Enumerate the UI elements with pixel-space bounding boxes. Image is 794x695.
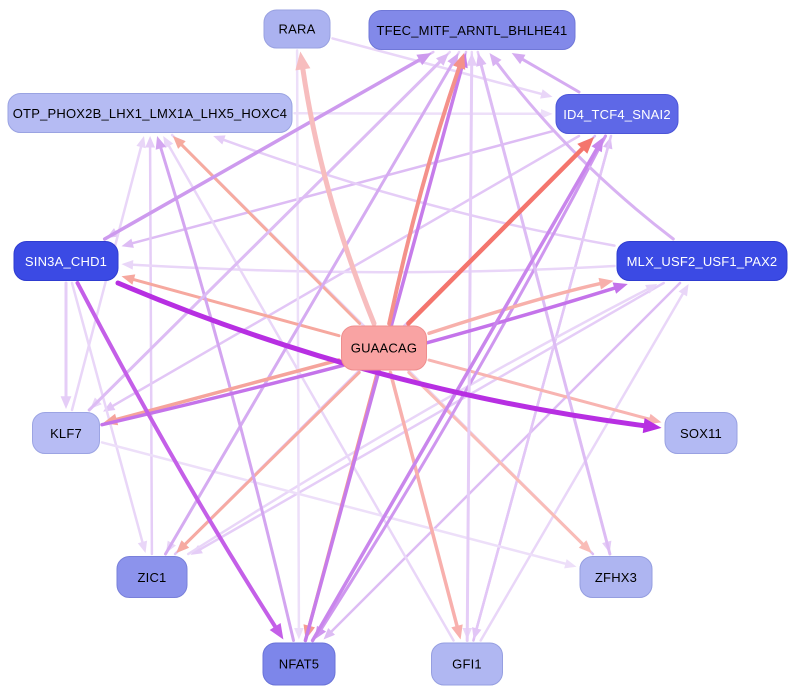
arrowhead-icon [647,413,662,425]
edge-gfi1-tfec [465,53,478,642]
node-tfec[interactable]: TFEC_MITF_ARNTL_BHLHE41 [368,10,576,50]
arrowhead-icon [121,274,136,285]
arrowhead-icon [612,282,628,294]
arrowhead-icon [137,540,148,553]
node-label: TFEC_MITF_ARNTL_BHLHE41 [376,22,568,38]
node-guaacag[interactable]: GUAACAG [341,325,427,371]
arrowhead-icon [466,53,478,66]
arrowhead-icon [642,418,662,434]
node-label: NFAT5 [278,656,320,672]
edge-guaacag-sin3a [121,274,341,338]
arrowhead-icon [598,277,614,290]
node-label: ID4_TCF4_SNAI2 [563,106,671,122]
node-gfi1[interactable]: GFI1 [431,642,503,686]
arrowhead-icon [540,89,553,99]
arrowhead-icon [121,238,134,248]
edge-mlx-sin3a [121,260,616,274]
arrowhead-icon [541,109,553,119]
edge-guaacag-tfec [387,53,466,326]
edge-mlx-tfec [489,53,675,241]
edge-guaacag-zic1 [176,371,361,553]
node-rara[interactable]: RARA [263,9,331,49]
edge-otp-id4 [293,109,553,119]
arrowhead-icon [136,136,146,149]
node-sox11[interactable]: SOX11 [664,412,738,454]
arrowhead-icon [489,53,502,67]
edge-gfi1-mlx [479,284,689,642]
edge-sin3a-sox11 [115,280,662,434]
node-label: GUAACAG [350,340,418,356]
edge-guaacag-zfhx3 [407,371,592,553]
arrowhead-icon [453,53,466,70]
arrowhead-icon [121,260,134,270]
arrowhead-icon [578,540,592,553]
arrowhead-icon [295,51,311,71]
edge-rara-nfat5 [294,49,304,640]
arrowhead-icon [60,396,72,409]
arrowhead-icon [678,284,689,297]
arrowhead-icon [591,137,604,153]
edge-id4-tfec [511,53,581,94]
edge-klf7-tfec [87,53,449,412]
edge-zic1-mlx [186,284,658,556]
edge-zfhx3-tfec [476,53,612,556]
node-zic1[interactable]: ZIC1 [116,556,188,598]
arrowhead-icon [269,623,284,640]
arrowhead-icon [294,628,304,640]
node-nfat5[interactable]: NFAT5 [262,642,336,686]
edge-rara-id4 [331,37,553,99]
node-label: MLX_USF2_USF1_PAX2 [626,253,778,269]
arrowhead-icon [416,53,432,66]
node-id4[interactable]: ID4_TCF4_SNAI2 [555,94,679,134]
node-label: GFI1 [452,656,482,672]
node-label: OTP_PHOX2B_LHX1_LMX1A_LHX5_HOXC4 [12,105,288,121]
edge-guaacag-sox11 [427,358,662,425]
node-klf7[interactable]: KLF7 [32,412,100,454]
edge-guaacag-id4 [406,137,595,326]
edge-sin3a-tfec [102,53,432,241]
edge-mlx-nfat5 [323,281,682,640]
edge-guaacag-mlx [427,277,614,336]
edge-guaacag-otp [172,136,362,325]
arrowhead-icon [476,53,487,67]
node-label: ZIC1 [137,569,167,585]
edge-gfi1-otp [163,136,455,642]
arrowhead-icon [436,53,449,66]
arrowhead-icon [323,628,335,640]
edge-sin3a-zic1 [70,281,148,553]
node-mlx[interactable]: MLX_USF2_USF1_PAX2 [616,241,788,281]
arrowhead-icon [145,136,155,148]
arrowhead-icon [172,136,186,149]
edge-id4-sin3a [121,129,555,248]
arrowhead-icon [163,136,174,149]
arrowhead-icon [511,53,526,65]
arrowhead-icon [213,135,226,145]
edge-id4-klf7 [103,134,581,412]
node-label: KLF7 [50,425,82,441]
edge-sin3a-klf7 [60,281,72,409]
arrowhead-icon [451,624,463,640]
arrowhead-icon [472,627,482,640]
arrowhead-icon [645,284,658,294]
node-sin3a[interactable]: SIN3A_CHD1 [13,241,119,281]
node-label: SIN3A_CHD1 [24,253,108,269]
edge-id4-gfi1 [472,134,613,640]
node-otp[interactable]: OTP_PHOX2B_LHX1_LMX1A_LHX5_HOXC4 [7,93,293,133]
arrowhead-icon [155,136,166,150]
arrowhead-icon [577,137,595,154]
edge-guaacag-rara [295,51,377,326]
edge-sin3a-nfat5 [75,281,284,640]
arrowhead-icon [176,540,190,553]
node-label: SOX11 [680,425,722,441]
node-label: RARA [278,21,316,37]
edge-klf7-zfhx3 [100,441,577,569]
node-label: ZFHX3 [594,569,638,585]
arrowhead-icon [564,559,577,569]
node-zfhx3[interactable]: ZFHX3 [579,556,653,598]
edge-guaacag-gfi1 [388,370,463,640]
